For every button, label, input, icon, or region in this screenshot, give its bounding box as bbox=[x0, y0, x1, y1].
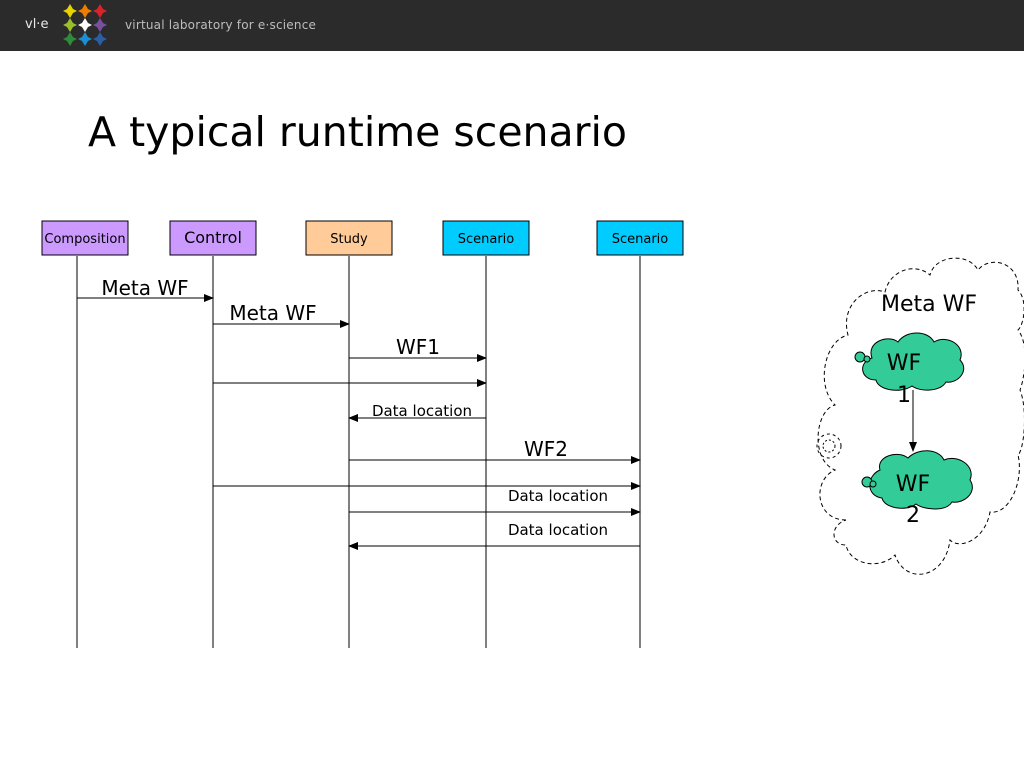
cloud-bubble-large bbox=[816, 433, 842, 459]
lifeline-0-box bbox=[41, 220, 129, 256]
lifeline-4-label: Scenario bbox=[612, 232, 669, 247]
lifeline-2-box bbox=[305, 220, 393, 256]
logo-star bbox=[78, 4, 92, 18]
outer-cloud-shape bbox=[817, 257, 1024, 575]
lifeline-3-box bbox=[442, 220, 530, 256]
wf2-bubble-b bbox=[869, 480, 877, 488]
logo-star bbox=[93, 4, 107, 18]
wf1-node: WF 1 bbox=[854, 332, 965, 408]
logo-star bbox=[93, 18, 107, 32]
lifeline-0-label: Composition bbox=[44, 232, 125, 247]
lifeline-1-label: Control bbox=[184, 228, 242, 247]
wf1-cloud-shape bbox=[862, 332, 965, 391]
meta-wf-cloud-label: Meta WF bbox=[881, 292, 977, 317]
message-2-label: WF1 bbox=[396, 335, 440, 359]
lifeline-2-label: Study bbox=[330, 232, 368, 247]
message-0-label: Meta WF bbox=[101, 276, 188, 300]
brand-full-name: virtual laboratory for e·science bbox=[125, 18, 317, 32]
message-8-label: Data location bbox=[508, 521, 608, 539]
wf2-label-line2: 2 bbox=[906, 503, 920, 528]
logo-star bbox=[78, 32, 92, 46]
logo-star bbox=[93, 32, 107, 46]
wf1-bubble-b bbox=[863, 355, 871, 363]
wf2-cloud-shape bbox=[869, 450, 973, 510]
header-bar: vl·e virtual laboratory for e·science bbox=[0, 0, 1024, 51]
message-5-label: WF2 bbox=[524, 437, 568, 461]
brand-logo-icon bbox=[63, 4, 107, 46]
wf1-label-line2: 1 bbox=[897, 383, 911, 408]
lifeline-1-box bbox=[169, 220, 257, 256]
message-1-label: Meta WF bbox=[229, 301, 316, 325]
wf1-bubble-a bbox=[854, 351, 866, 363]
wf2-node: WF 2 bbox=[861, 450, 973, 528]
wf2-label-line1: WF bbox=[896, 472, 930, 497]
meta-wf-cloud: Meta WF WF 1 WF 2 bbox=[816, 257, 1024, 575]
brand-short-name: vl·e bbox=[25, 17, 49, 32]
message-7-label: Data location bbox=[508, 487, 608, 505]
logo-star bbox=[63, 4, 77, 18]
lifeline-4-box bbox=[596, 220, 684, 256]
cloud-bubble-small bbox=[822, 439, 836, 453]
wf1-label-line1: WF bbox=[887, 351, 921, 376]
message-4-label: Data location bbox=[372, 402, 472, 420]
slide-title: A typical runtime scenario bbox=[88, 108, 627, 156]
logo-star bbox=[78, 18, 92, 32]
lifeline-3-label: Scenario bbox=[458, 232, 515, 247]
logo-star bbox=[63, 32, 77, 46]
logo-star bbox=[63, 18, 77, 32]
